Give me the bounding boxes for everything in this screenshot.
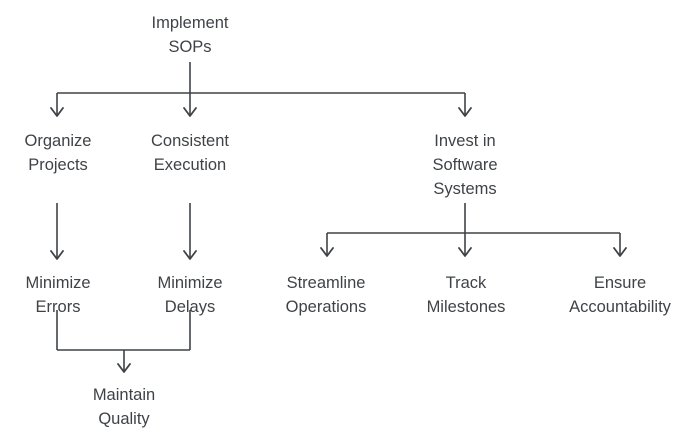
node-organize-projects: Organize Projects (25, 132, 92, 174)
node-label-maintain-quality-line1: Maintain (93, 386, 155, 404)
node-label-ensure-accountability-line1: Ensure (594, 274, 646, 292)
node-label-streamline-operations-line1: Streamline (287, 274, 366, 292)
edge-group-implement-sops-to-level1 (50, 62, 472, 117)
arrow-head-track-milestones (458, 247, 472, 257)
node-label-consistent-execution-line2: Execution (154, 156, 226, 174)
arrow-head-maintain-quality (117, 363, 131, 373)
node-label-invest-software-line3: Systems (433, 180, 496, 198)
edge-group-organize-projects-to-minimize-errors (50, 203, 64, 260)
edge-group-invest-software-to-level2 (320, 203, 627, 257)
node-minimize-errors: Minimize Errors (25, 274, 90, 316)
arrow-head-streamline-operations (320, 247, 334, 257)
node-label-implement-sops-line2: SOPs (168, 38, 211, 56)
arrow-head-organize-projects (50, 107, 64, 117)
node-label-invest-software-line1: Invest in (434, 132, 495, 150)
node-implement-sops: Implement SOPs (151, 14, 228, 56)
node-label-minimize-delays-line1: Minimize (157, 274, 222, 292)
node-label-maintain-quality-line2: Quality (98, 410, 150, 428)
node-label-consistent-execution-line1: Consistent (151, 132, 229, 150)
node-label-organize-projects-line2: Projects (28, 156, 88, 174)
node-streamline-operations: Streamline Operations (286, 274, 367, 316)
edge-group-merge-maintain-quality (56, 310, 191, 373)
node-label-minimize-delays-line2: Delays (165, 298, 215, 316)
arrow-head-minimize-errors (50, 250, 64, 260)
node-label-track-milestones-line2: Milestones (427, 298, 506, 316)
node-label-minimize-errors-line1: Minimize (25, 274, 90, 292)
node-label-streamline-operations-line2: Operations (286, 298, 367, 316)
node-label-ensure-accountability-line2: Accountability (569, 298, 672, 316)
node-track-milestones: Track Milestones (427, 274, 506, 316)
node-invest-software-systems: Invest in Software Systems (432, 132, 497, 198)
node-label-track-milestones-line1: Track (446, 274, 487, 292)
edge-group-consistent-execution-to-minimize-delays (183, 203, 197, 260)
node-minimize-delays: Minimize Delays (157, 274, 222, 316)
node-ensure-accountability: Ensure Accountability (569, 274, 672, 316)
arrow-head-consistent-execution (183, 107, 197, 117)
node-consistent-execution: Consistent Execution (151, 132, 229, 174)
node-label-invest-software-line2: Software (432, 156, 497, 174)
node-label-implement-sops-line1: Implement (151, 14, 228, 32)
node-label-minimize-errors-line2: Errors (36, 298, 81, 316)
arrow-head-minimize-delays (183, 250, 197, 260)
node-maintain-quality: Maintain Quality (93, 386, 155, 428)
arrow-head-invest-software (458, 107, 472, 117)
node-label-organize-projects-line1: Organize (25, 132, 92, 150)
arrow-head-ensure-accountability (613, 247, 627, 257)
